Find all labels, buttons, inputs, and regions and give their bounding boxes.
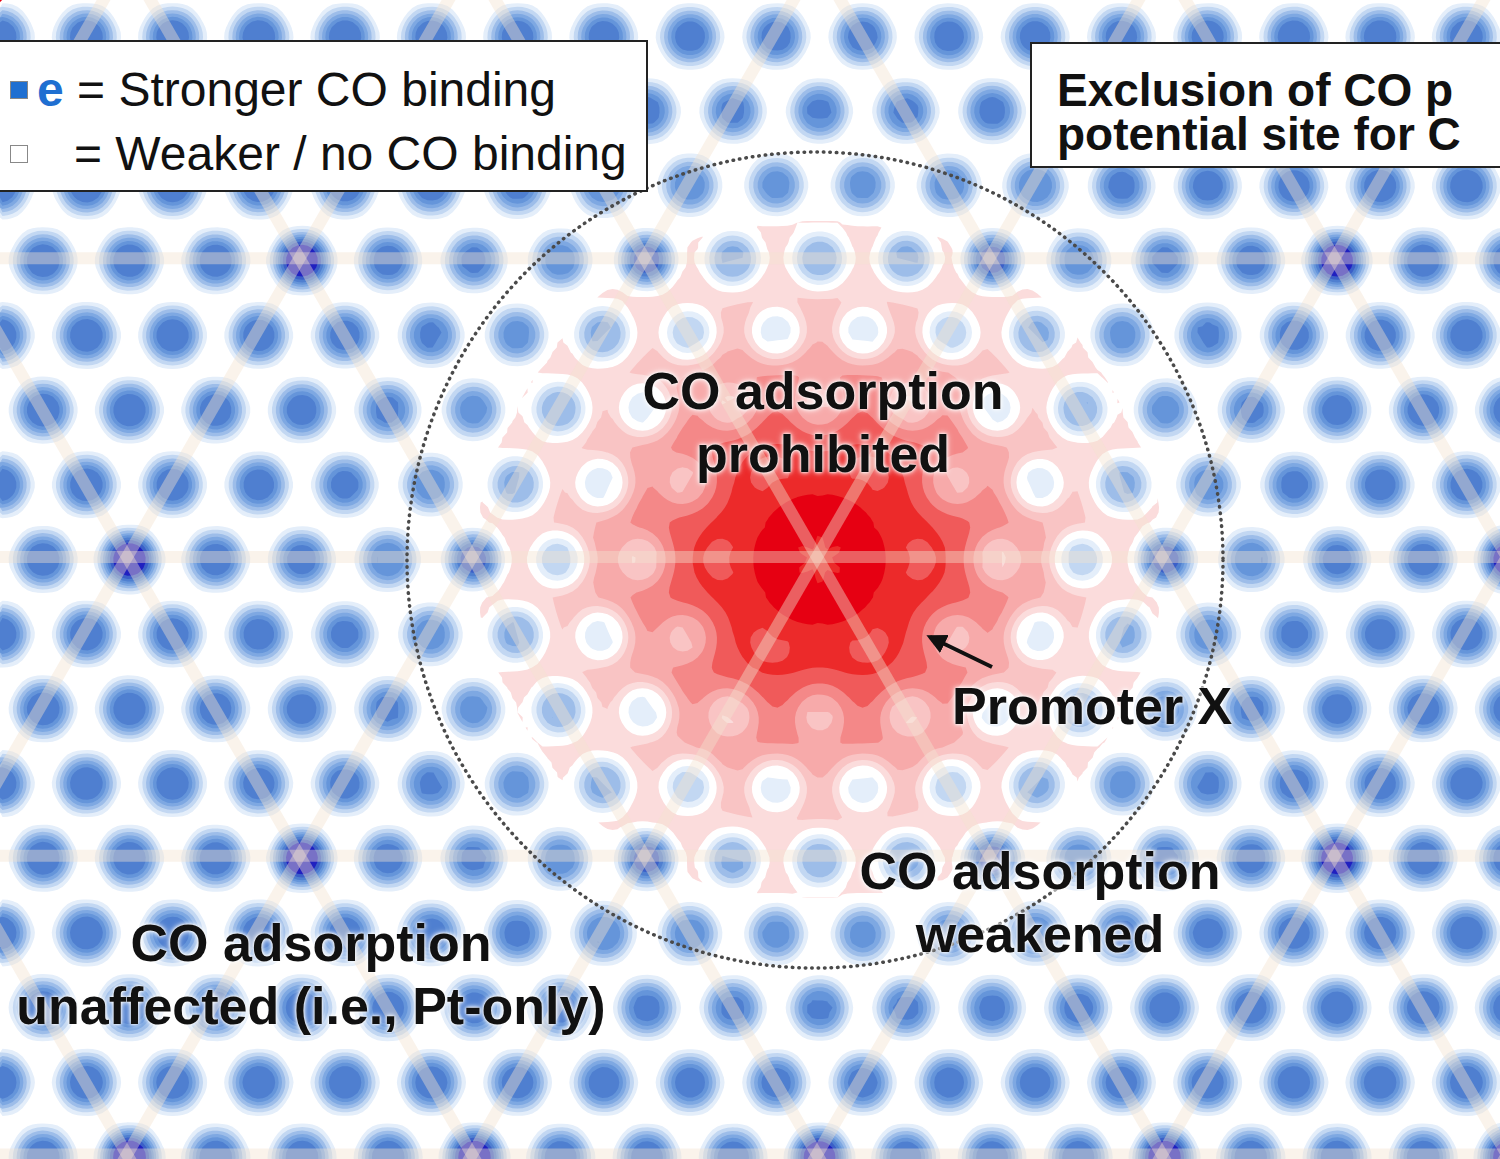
contour-band bbox=[0, 7, 1500, 1159]
lattice-line bbox=[1102, 0, 1500, 1159]
legend-text: e = Stronger CO binding bbox=[37, 61, 556, 119]
map-label: CO adsorption prohibited bbox=[623, 360, 1023, 486]
legend-entry: e = Stronger CO binding bbox=[10, 61, 556, 119]
leader-arrow bbox=[930, 637, 992, 667]
map-label: CO adsorption unaffected (i.e., Pt-only) bbox=[6, 912, 616, 1038]
legend-entry: = Weaker / no CO binding bbox=[10, 125, 627, 183]
lattice-line bbox=[0, 850, 1500, 862]
legend-swatch bbox=[10, 81, 28, 99]
lattice-line bbox=[1102, 0, 1500, 1159]
lattice-line bbox=[0, 0, 877, 1159]
lattice-line bbox=[0, 1149, 1500, 1159]
lattice-line bbox=[757, 0, 1500, 1159]
lattice-line bbox=[0, 551, 1500, 563]
legend-box: e = Stronger CO binding = Weaker / no CO … bbox=[0, 40, 648, 192]
lattice-line bbox=[0, 252, 1500, 264]
legend-text: = Weaker / no CO binding bbox=[74, 125, 627, 183]
text-box: Exclusion of CO p potential site for C bbox=[1030, 42, 1500, 168]
lattice-line bbox=[0, 0, 877, 1159]
legend-swatch bbox=[10, 145, 28, 163]
lattice-line bbox=[1447, 0, 1500, 1159]
map-label: Promoter X bbox=[952, 675, 1252, 738]
contour-band bbox=[0, 3, 1500, 1159]
box-text: Exclusion of CO p potential site for C bbox=[1057, 68, 1467, 156]
map-label: CO adsorption weakened bbox=[840, 840, 1240, 966]
